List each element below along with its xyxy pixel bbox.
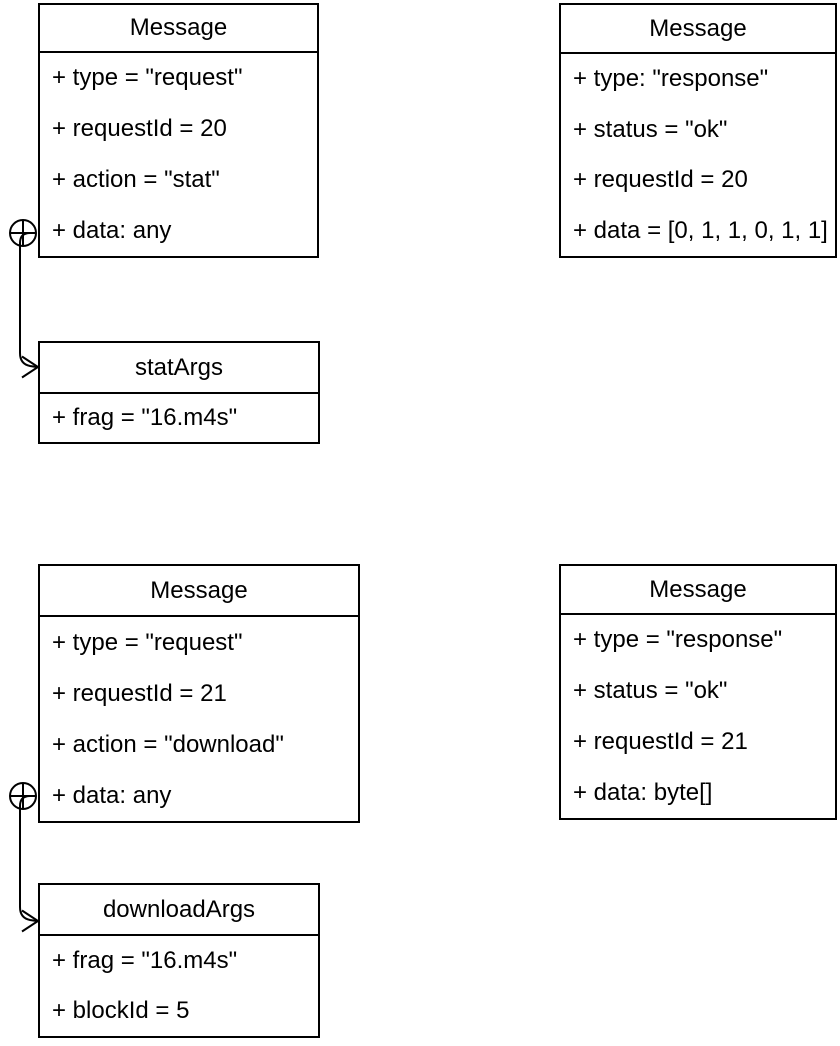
class-attribute: + data = [0, 1, 1, 0, 1, 1] [573, 216, 828, 244]
class-title: Message [40, 5, 317, 53]
connector-line [19, 232, 37, 368]
class-attribute: + type: "response" [573, 65, 769, 93]
circle-plus-icon [9, 782, 37, 810]
class-box-message-download-request[interactable]: Message + type = "request" + requestId =… [38, 564, 360, 823]
class-box-stat-args[interactable]: statArgs + frag = "16.m4s" [38, 341, 320, 444]
attribute-compartment: + type = "request" + requestId = 21 + ac… [40, 617, 358, 821]
class-attribute: + requestId = 20 [573, 166, 748, 194]
class-attribute: + requestId = 20 [52, 115, 227, 143]
attribute-compartment: + type = "request" + requestId = 20 + ac… [40, 53, 317, 256]
class-title: statArgs [40, 343, 318, 394]
connector-line [19, 795, 37, 922]
attribute-compartment: + frag = "16.m4s" [40, 394, 318, 442]
class-title: Message [561, 566, 835, 615]
attribute-compartment: + frag = "16.m4s" + blockId = 5 [40, 936, 318, 1036]
class-title: Message [561, 5, 835, 54]
class-attribute: + frag = "16.m4s" [52, 404, 238, 431]
containment-connector-stat[interactable] [9, 219, 40, 379]
class-attribute: + status = "ok" [573, 677, 728, 705]
class-attribute: + frag = "16.m4s" [52, 947, 238, 974]
class-box-message-stat-response[interactable]: Message + type: "response" + status = "o… [559, 3, 837, 258]
attribute-compartment: + type = "response" + status = "ok" + re… [561, 615, 835, 818]
class-attribute: + action = "download" [52, 730, 284, 758]
class-attribute: + requestId = 21 [52, 679, 227, 707]
open-arrow-icon [21, 909, 40, 933]
circle-plus-icon [9, 219, 37, 247]
class-title: Message [40, 566, 358, 617]
circle-plus-icon [10, 220, 36, 246]
class-attribute: + type = "request" [52, 64, 243, 92]
class-attribute: + data: any [52, 216, 172, 244]
class-box-message-download-response[interactable]: Message + type = "response" + status = "… [559, 564, 837, 820]
class-title: downloadArgs [40, 885, 318, 936]
attribute-compartment: + type: "response" + status = "ok" + req… [561, 54, 835, 256]
class-attribute: + requestId = 21 [573, 727, 748, 755]
containment-connector-download[interactable] [9, 782, 40, 933]
class-attribute: + status = "ok" [573, 115, 728, 143]
class-attribute: + data: byte[] [573, 778, 713, 806]
class-attribute: + data: any [52, 781, 172, 809]
class-attribute: + type = "response" [573, 626, 783, 654]
circle-plus-icon [10, 783, 36, 809]
class-attribute: + type = "request" [52, 628, 243, 656]
class-box-download-args[interactable]: downloadArgs + frag = "16.m4s" + blockId… [38, 883, 320, 1038]
class-attribute: + blockId = 5 [52, 997, 190, 1024]
open-arrow-icon [21, 355, 40, 379]
class-box-message-stat-request[interactable]: Message + type = "request" + requestId =… [38, 3, 319, 258]
class-attribute: + action = "stat" [52, 165, 220, 193]
